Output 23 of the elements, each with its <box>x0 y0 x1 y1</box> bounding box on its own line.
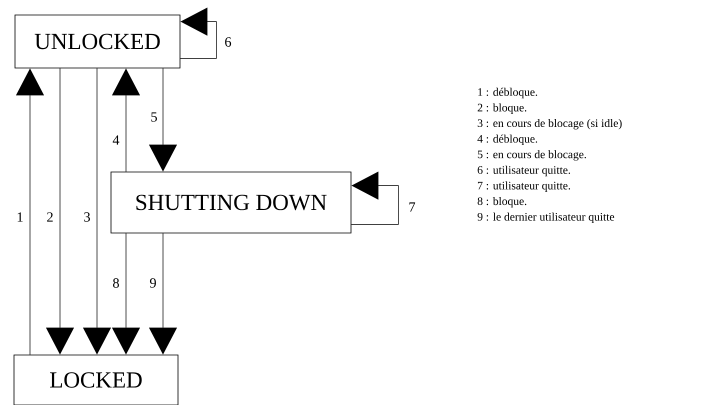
legend-text: 2 : bloque. <box>478 103 526 114</box>
edge-label: 9 <box>150 278 156 288</box>
state-box: UNLOCKED <box>14 14 180 68</box>
edge-label: 4 <box>112 135 120 145</box>
legend-text: 1 : débloque. <box>478 88 538 98</box>
edge-label: 3 <box>84 212 90 222</box>
edge-label: 1 <box>18 212 23 222</box>
edge-label: 6 <box>225 37 232 47</box>
state-box: LOCKED <box>14 354 178 405</box>
legend-text: 9 : le dernier utilisateur quitte <box>478 212 614 224</box>
state-box: SHUTTING DOWN <box>110 172 352 234</box>
legend-text: 7 : utilisateur quitte. <box>478 181 570 192</box>
arrow <box>351 172 399 225</box>
edge-label: 2 <box>47 212 53 222</box>
legend-text: 5 : en cours de blocage. <box>478 150 586 161</box>
edge-label: 7 <box>409 202 416 212</box>
legend-text: 3 : en cours de blocage (si idle) <box>478 118 622 130</box>
legend-text: 6 : utilisateur quitte. <box>478 166 570 176</box>
arrow <box>180 8 217 59</box>
legend-text: 8 : bloque. <box>478 196 526 208</box>
edge-label: 5 <box>151 112 157 122</box>
edge-label: 8 <box>113 278 119 288</box>
legend-text: 4 : débloque. <box>477 134 538 146</box>
